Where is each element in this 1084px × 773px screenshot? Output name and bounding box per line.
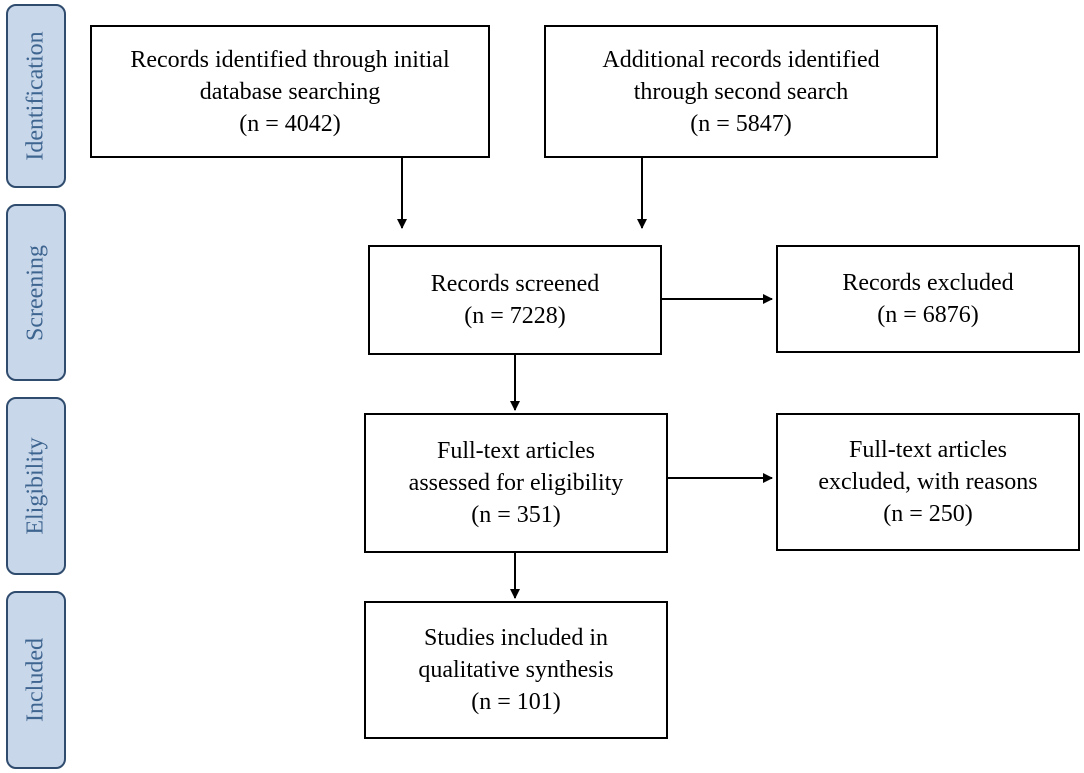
fulltext-excluded-line-1: Full-text articles [849, 437, 1007, 463]
fulltext-assessed-count: (n = 351) [471, 502, 561, 528]
phase-eligibility: Eligibility [6, 397, 66, 575]
phase-screening: Screening [6, 204, 66, 381]
excluded-line-1: Records excluded [842, 270, 1014, 296]
second-search-line-1: Additional records identified [602, 46, 880, 73]
fulltext-assessed-line-1: Full-text articles [437, 438, 595, 464]
box-fulltext-assessed: Full-text articles assessed for eligibil… [364, 413, 668, 553]
fulltext-assessed-line-2: assessed for eligibility [408, 470, 624, 496]
excluded-count: (n = 6876) [877, 302, 979, 328]
screened-count: (n = 7228) [464, 303, 566, 329]
box-records-screened: Records screened (n = 7228) [368, 245, 662, 355]
included-line-2: qualitative synthesis [418, 657, 614, 683]
box-records-excluded: Records excluded (n = 6876) [776, 245, 1080, 353]
phase-identification: Identification [6, 4, 66, 188]
box-fulltext-excluded: Full-text articles excluded, with reason… [776, 413, 1080, 551]
box-studies-included: Studies included in qualitative synthesi… [364, 601, 668, 739]
included-line-1: Studies included in [424, 625, 608, 651]
screened-line-1: Records screened [430, 271, 600, 297]
phase-included: Included [6, 591, 66, 769]
second-search-line-2: through second search [633, 78, 849, 105]
fulltext-excluded-line-2: excluded, with reasons [818, 469, 1038, 495]
fulltext-excluded-count: (n = 250) [883, 501, 973, 527]
included-count: (n = 101) [471, 689, 561, 715]
second-search-count: (n = 5847) [690, 110, 792, 137]
initial-search-line-1: Records identified through initial [130, 46, 450, 73]
initial-search-line-2: database searching [199, 78, 381, 105]
initial-search-count: (n = 4042) [239, 110, 341, 137]
box-second-search: Additional records identified through se… [544, 25, 938, 158]
box-initial-search: Records identified through initial datab… [90, 25, 490, 158]
